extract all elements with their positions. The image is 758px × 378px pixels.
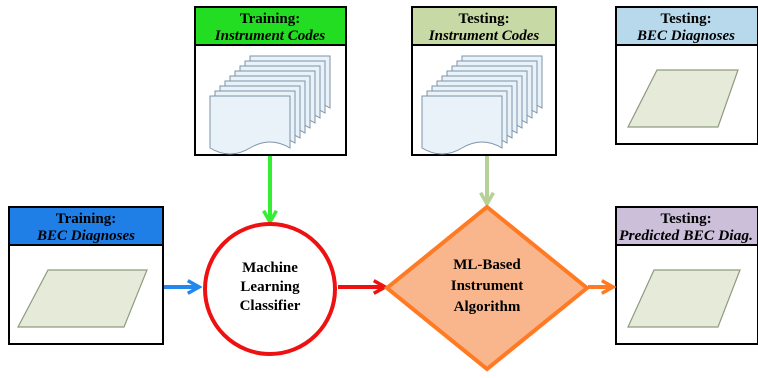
box-header <box>194 6 347 46</box>
algorithm-label-line: ML-Based <box>453 257 521 273</box>
classifier-node: Machine Learning Classifier <box>203 222 337 356</box>
algorithm-node: ML-Based Instrument Algorithm <box>383 204 591 372</box>
training-bec-diagnoses-box: Training: BEC Diagnoses <box>8 206 164 345</box>
box-title: Testing: <box>660 211 711 227</box>
document-page <box>421 95 503 155</box>
classifier-label-line: Machine <box>242 260 298 276</box>
testing-instrument-codes-box: Testing: Instrument Codes <box>411 6 557 156</box>
box-subtitle: BEC Diagnoses <box>36 228 135 244</box>
algorithm-label-line: Instrument <box>451 278 524 294</box>
box-title: Training: <box>240 11 301 27</box>
parallelogram-icon <box>627 269 741 328</box>
box-subtitle: BEC Diagnoses <box>636 28 735 44</box>
classifier-label-line: Learning <box>240 279 300 295</box>
classifier-label-line: Classifier <box>240 298 301 314</box>
training-instrument-codes-box: Training: Instrument Codes <box>194 6 347 156</box>
box-title: Testing: <box>458 11 509 27</box>
box-subtitle: Instrument Codes <box>214 28 326 44</box>
box-header <box>615 6 758 46</box>
document-stack-icon <box>421 55 543 155</box>
box-subtitle: Instrument Codes <box>428 28 540 44</box>
box-header <box>411 6 557 46</box>
document-stack-icon <box>209 55 331 155</box>
box-header <box>615 206 758 246</box>
box-header <box>8 206 164 246</box>
parallelogram-icon <box>17 269 148 328</box>
box-subtitle: Predicted BEC Diag. <box>619 228 753 244</box>
algorithm-label-line: Algorithm <box>454 299 521 315</box>
parallelogram-icon <box>627 69 739 128</box>
box-title: Training: <box>56 211 117 227</box>
testing-bec-diagnoses-box: Testing: BEC Diagnoses <box>615 6 758 145</box>
box-title: Testing: <box>660 11 711 27</box>
predicted-bec-diagnoses-box: Testing: Predicted BEC Diag. <box>615 206 758 345</box>
document-page <box>209 95 291 155</box>
